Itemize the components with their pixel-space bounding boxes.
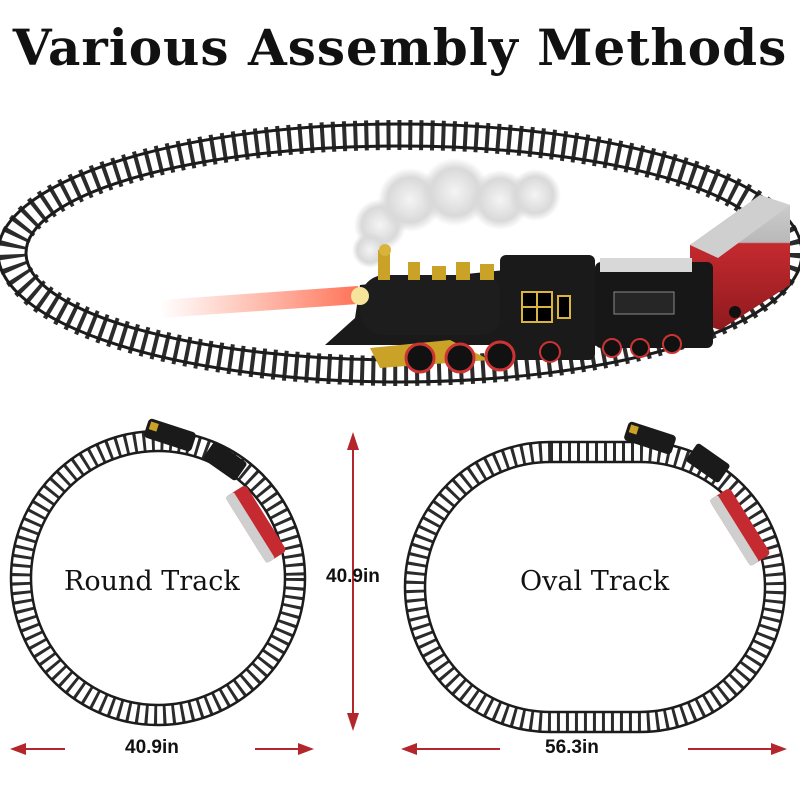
round-height-label: 40.9in [326, 566, 380, 587]
oval-track-label: Oval Track [520, 566, 670, 597]
page-title: Various Assembly Methods [12, 18, 788, 77]
vertical-dimension-arrow [347, 432, 359, 731]
oval-width-dimension-arrow [401, 743, 787, 755]
oval-track [403, 440, 787, 734]
locomotive [325, 244, 595, 374]
smoke-puff [352, 158, 561, 268]
passenger-coach [690, 195, 790, 330]
round-width-label: 40.9in [125, 737, 179, 758]
round-track-mini-train [144, 418, 286, 563]
tender-car [595, 258, 713, 358]
oval-track-mini-train [624, 421, 770, 566]
round-track-label: Round Track [64, 566, 240, 597]
round-width-dimension-arrow [10, 743, 314, 755]
headlight-beam [160, 286, 358, 318]
oval-width-label: 56.3in [545, 737, 599, 758]
